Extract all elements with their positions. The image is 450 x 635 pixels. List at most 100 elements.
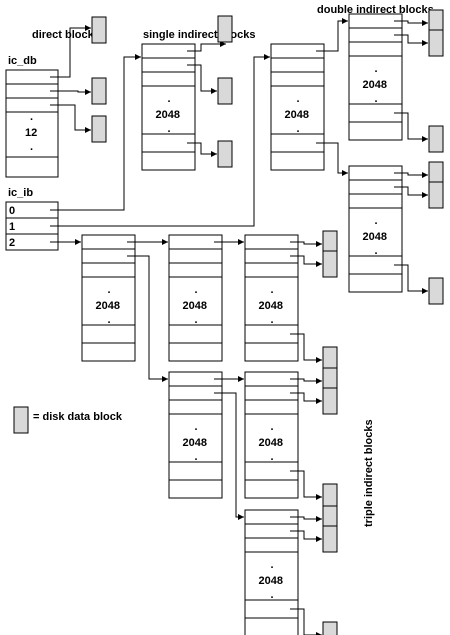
direct-pointer-arrow [50, 89, 91, 95]
double-indirect-block: . 2048. [270, 43, 325, 171]
ellipsis-dot: . [168, 123, 171, 135]
ic-ib-entry-2: 2 [9, 237, 15, 249]
disk-data-block [91, 115, 107, 143]
data-pointer-arrow [290, 241, 322, 247]
data-pointer-arrow [290, 470, 322, 500]
block-entry-count: 2048 [259, 575, 283, 587]
ellipsis-dot: . [108, 284, 111, 296]
data-pointer-arrow [290, 392, 322, 404]
triple-level2-block: . 2048. [168, 234, 223, 362]
ellipsis-dot: . [168, 93, 171, 105]
ellipsis-dot: . [271, 451, 274, 463]
triple-level2-block: . 2048. [168, 371, 223, 499]
disk-data-block [217, 77, 233, 105]
ellipsis-dot: . [375, 93, 378, 105]
indirect-pointer-arrow [127, 255, 168, 382]
single-indirect-pointer [50, 54, 141, 211]
indirect-pointer-arrow [214, 392, 244, 520]
legend-label: = disk data block [33, 411, 123, 423]
data-pointer-arrow [394, 264, 428, 294]
indirect-pointer-arrow [316, 18, 348, 52]
ellipsis-dot: . [271, 559, 274, 571]
disk-data-block [428, 29, 444, 57]
ellipsis-dot: . [375, 215, 378, 227]
ic-ib-array: 0 1 2 [5, 201, 59, 251]
block-entry-count: 2048 [259, 437, 283, 449]
block-entry-count: 2048 [259, 300, 283, 312]
data-pointer-arrow [394, 34, 428, 46]
direct-pointer-arrow [50, 104, 91, 133]
ellipsis-dot: . [271, 421, 274, 433]
disk-data-block [91, 77, 107, 105]
double-indirect-pointer [50, 54, 270, 227]
triple-level3-block: . 2048. [244, 234, 299, 362]
indirect-pointer-arrow [316, 142, 348, 176]
ellipsis-dot: . [375, 63, 378, 75]
disk-data-block [217, 15, 233, 43]
disk-blocks-layer [91, 9, 444, 635]
ellipsis-dot: . [375, 245, 378, 257]
block-entry-count: 2048 [363, 79, 387, 91]
disk-data-block [428, 125, 444, 153]
ellipsis-dot: . [195, 284, 198, 296]
data-pointer-arrow [187, 142, 217, 157]
data-pointer-arrow [187, 41, 226, 52]
disk-data-block [428, 181, 444, 209]
data-pointer-arrow [290, 530, 322, 542]
data-pointer-arrow [290, 255, 322, 267]
single-indirect-title: single indirect blocks [143, 29, 255, 41]
direct-pointer-arrow [50, 25, 91, 78]
block-entry-count: 2048 [183, 300, 207, 312]
triple-indirect-block: . 2048. [81, 234, 136, 362]
data-pointer-arrow [394, 112, 428, 142]
disk-data-block [322, 387, 338, 415]
triple-indirect-title: triple indirect blocks [363, 419, 375, 527]
double-indirect-child-block: . 2048. [348, 165, 403, 293]
ellipsis-dot: . [271, 284, 274, 296]
disk-data-block [217, 140, 233, 168]
ellipsis-dot: . [195, 421, 198, 433]
ic-ib-entry-1: 1 [9, 221, 15, 233]
data-pointer-arrow [290, 516, 322, 522]
direct-blocks-title: direct blocks [32, 29, 100, 41]
ellipsis-dot: . [195, 451, 198, 463]
double-indirect-child-block: . 2048. [348, 13, 403, 141]
disk-data-block [322, 525, 338, 553]
ic-db-label: ic_db [8, 55, 37, 67]
disk-data-block [428, 277, 444, 305]
triple-level3-block: . 2048. [244, 371, 299, 499]
ellipsis-dot: . [297, 93, 300, 105]
ic-ib-entry-0: 0 [9, 205, 15, 217]
data-pointer-arrow [394, 172, 428, 178]
ellipsis-dot: . [108, 314, 111, 326]
ic-db-dot: . [30, 141, 33, 153]
block-entry-count: 2048 [183, 437, 207, 449]
block-entry-count: 2048 [96, 300, 120, 312]
disk-data-block [322, 621, 338, 635]
ellipsis-dot: . [195, 314, 198, 326]
data-pointer-arrow [394, 20, 428, 26]
data-pointer-arrow [290, 608, 322, 635]
ic-ib-label: ic_ib [8, 187, 33, 199]
block-entry-count: 2048 [156, 109, 180, 121]
legend-disk-block [13, 406, 29, 434]
disk-data-block [322, 250, 338, 278]
pointer-arrows-layer [50, 18, 428, 635]
triple-level3-block: . 2048. [244, 509, 299, 635]
data-pointer-arrow [290, 378, 322, 384]
ic-db-dot: . [30, 111, 33, 123]
double-indirect-title: double indirect blocks [317, 4, 434, 16]
block-entry-count: 2048 [285, 109, 309, 121]
indirect-blocks-layer: . 2048.. 2048.. 2048.. 2048.. 2048.. 2048.. 204… [81, 13, 403, 635]
ellipsis-dot: . [297, 123, 300, 135]
data-pointer-arrow [394, 186, 428, 198]
ellipsis-dot: . [271, 589, 274, 601]
data-pointer-arrow [290, 333, 322, 363]
single-indirect-block: . 2048. [141, 43, 196, 171]
ic-db-count: 12 [25, 127, 37, 139]
ellipsis-dot: . [271, 314, 274, 326]
block-entry-count: 2048 [363, 231, 387, 243]
ic-db-array: . 12 . [5, 69, 59, 178]
data-pointer-arrow [187, 64, 217, 94]
